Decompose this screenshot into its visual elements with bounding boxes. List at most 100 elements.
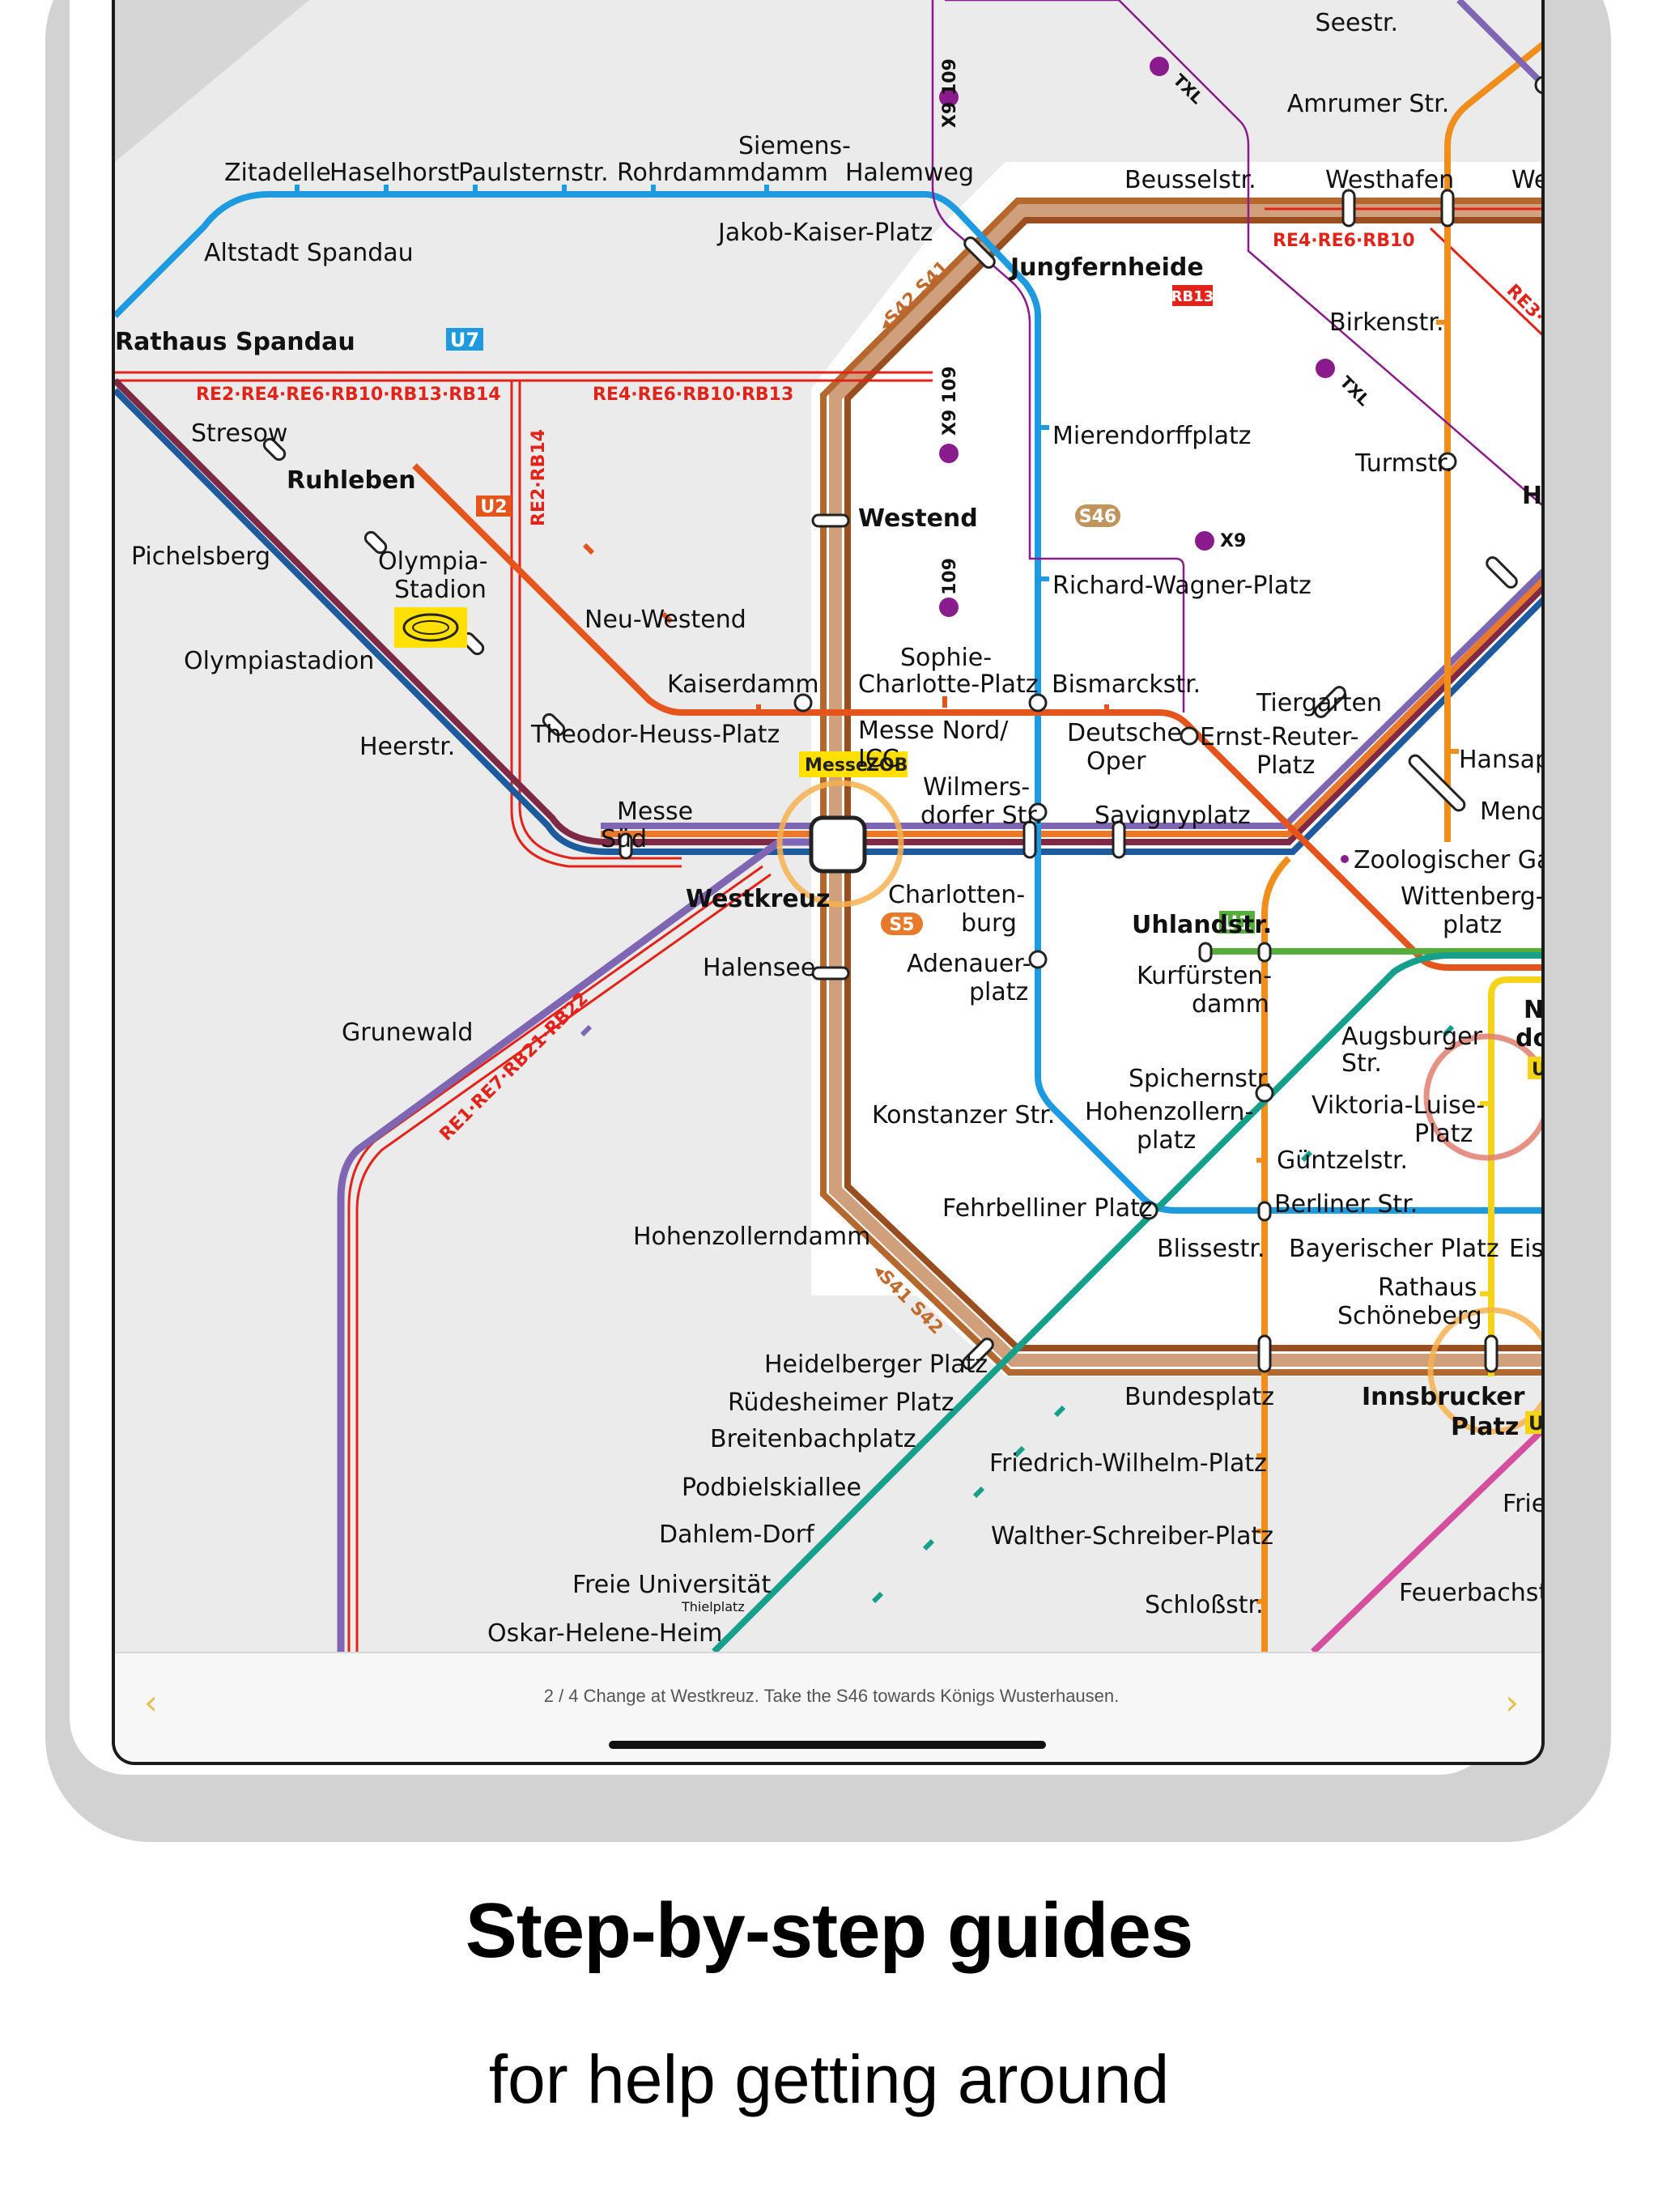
previous-step-button[interactable]: ‹	[144, 1682, 158, 1722]
station-birken[interactable]: Birkenstr.	[1329, 308, 1444, 337]
kaiserdamm-marker[interactable]	[793, 693, 813, 713]
station-wittenberg-1[interactable]: Wittenberg-	[1401, 883, 1545, 911]
heerstr-marker[interactable]	[541, 712, 566, 737]
station-messenord-1[interactable]: Messe Nord/	[858, 717, 1009, 745]
station-pichelsberg[interactable]: Pichelsberg	[131, 542, 270, 571]
station-ha[interactable]: Ha	[1522, 482, 1545, 510]
savigny-marker[interactable]	[1112, 820, 1126, 859]
station-kaiserdamm[interactable]: Kaiserdamm	[667, 670, 819, 699]
station-rathaus-sch-2[interactable]: Schöneberg	[1337, 1302, 1482, 1330]
station-kurf-2[interactable]: damm	[1192, 990, 1269, 1019]
station-beussel[interactable]: Beusselstr.	[1124, 166, 1256, 194]
station-berliner[interactable]: Berliner Str.	[1274, 1190, 1418, 1219]
stresow-marker[interactable]	[261, 436, 287, 462]
station-zoo[interactable]: Zoologischer Gart	[1354, 846, 1545, 874]
innsbrucker-marker[interactable]	[1484, 1334, 1499, 1373]
westend-marker[interactable]	[811, 513, 850, 528]
station-dor[interactable]: dor	[1516, 1024, 1545, 1053]
home-indicator[interactable]	[609, 1741, 1046, 1749]
station-hansa[interactable]: Hansapl	[1459, 746, 1545, 774]
station-rathaus-spandau[interactable]: Rathaus Spandau	[115, 328, 355, 356]
station-deutsche-2[interactable]: Oper	[1086, 747, 1146, 776]
station-friedrichwilhelm[interactable]: Friedrich-Wilhelm-Platz	[989, 1449, 1267, 1478]
bundesplatz-marker[interactable]	[1257, 1334, 1272, 1373]
station-heerstr[interactable]: Heerstr.	[359, 733, 455, 761]
station-wittenberg-2[interactable]: platz	[1443, 911, 1502, 939]
station-spichern[interactable]: Spichernstr.	[1129, 1065, 1273, 1093]
westhafen-marker[interactable]	[1440, 189, 1455, 228]
station-grunewald[interactable]: Grunewald	[342, 1019, 473, 1047]
station-halensee[interactable]: Halensee	[703, 954, 815, 982]
station-walther[interactable]: Walther-Schreiber-Platz	[991, 1522, 1273, 1551]
station-hohenzollern-1[interactable]: Hohenzollern-	[1085, 1098, 1253, 1126]
station-bismarck[interactable]: Bismarckstr.	[1052, 670, 1201, 699]
station-olympiastadion[interactable]: Olympiastadion	[184, 647, 374, 675]
station-heidelberger[interactable]: Heidelberger Platz	[764, 1351, 988, 1379]
station-kurf-1[interactable]: Kurfürsten-	[1137, 962, 1272, 990]
station-innsbrucker-2[interactable]: Platz	[1451, 1413, 1519, 1441]
station-zitadelle[interactable]: Zitadelle	[224, 159, 331, 187]
station-augsburger-1[interactable]: Augsburger	[1341, 1023, 1483, 1051]
station-haselhorst[interactable]: Haselhorst	[329, 159, 460, 187]
station-adenauer-2[interactable]: platz	[969, 978, 1028, 1006]
bismarck-marker[interactable]	[1028, 693, 1048, 713]
station-messenord-2[interactable]: ICC	[858, 745, 899, 773]
station-stresow[interactable]: Stresow	[191, 419, 287, 448]
station-siemens-1[interactable]: Siemens-	[738, 132, 851, 160]
station-wilmers-1[interactable]: Wilmers-	[923, 773, 1030, 802]
station-ruedesheimer[interactable]: Rüdesheimer Platz	[728, 1389, 954, 1417]
station-charl-2[interactable]: burg	[961, 909, 1017, 938]
station-viktoria-2[interactable]: Platz	[1414, 1120, 1473, 1148]
halensee-marker[interactable]	[811, 966, 850, 981]
tiergarten-marker[interactable]	[1485, 555, 1519, 589]
station-uhland[interactable]: Uhlandstr.	[1132, 911, 1272, 939]
station-ruhleben[interactable]: Ruhleben	[287, 466, 416, 495]
station-charl-1[interactable]: Charlotten-	[888, 881, 1025, 909]
station-messesud-2[interactable]: Süd	[601, 825, 647, 853]
station-hohenzollerndamm[interactable]: Hohenzollerndamm	[633, 1223, 870, 1251]
station-halemweg[interactable]: Halemweg	[845, 159, 974, 187]
next-step-button[interactable]: ›	[1505, 1682, 1519, 1722]
station-augsburger-2[interactable]: Str.	[1341, 1049, 1382, 1078]
station-breitenbach[interactable]: Breitenbachplatz	[710, 1425, 916, 1453]
tiergarten-s-marker[interactable]	[1313, 685, 1347, 719]
station-konstanzer[interactable]: Konstanzer Str.	[872, 1101, 1055, 1129]
station-ernst-1[interactable]: Ernst-Reuter-	[1200, 723, 1358, 751]
station-richard[interactable]: Richard-Wagner-Platz	[1052, 572, 1312, 600]
station-mierendorff[interactable]: Mierendorffplatz	[1052, 422, 1252, 450]
station-seestr[interactable]: Seestr.	[1316, 9, 1398, 37]
pichelsberg-marker[interactable]	[363, 530, 388, 555]
amrumer-marker[interactable]	[1534, 75, 1545, 95]
station-olympia-2[interactable]: Stadion	[394, 576, 487, 604]
uhland-marker[interactable]	[1198, 942, 1213, 963]
station-westkreuz[interactable]: Westkreuz	[686, 885, 830, 913]
station-eis[interactable]: Eis	[1509, 1235, 1544, 1263]
transit-map[interactable]: U7 U2 U1 U4 S46 S5 RB13 Messe ZOB U RE2·…	[115, 0, 1545, 1652]
station-n[interactable]: N	[1524, 996, 1544, 1024]
station-we[interactable]: We	[1511, 166, 1545, 194]
zoo-marker[interactable]	[1407, 753, 1467, 813]
station-paulstern[interactable]: Paulsternstr.	[458, 159, 609, 187]
station-deutsche-1[interactable]: Deutsche	[1067, 719, 1182, 747]
station-thielplatz[interactable]: Thielplatz	[681, 1599, 745, 1614]
station-neuwestend[interactable]: Neu-Westend	[585, 606, 746, 634]
fehrbelliner-marker[interactable]	[1139, 1201, 1158, 1220]
station-mende[interactable]: Mende	[1480, 798, 1545, 826]
station-oskar[interactable]: Oskar-Helene-Heim	[487, 1619, 722, 1648]
station-theodor[interactable]: Theodor-Heuss-Platz	[530, 721, 780, 749]
station-freie[interactable]: Freie Universität	[572, 1571, 771, 1599]
wilmers-marker[interactable]	[1028, 802, 1048, 822]
ernst-marker[interactable]	[1180, 726, 1199, 746]
station-ernst-2[interactable]: Platz	[1256, 751, 1315, 780]
station-bundesplatz[interactable]: Bundesplatz	[1124, 1383, 1274, 1411]
kurf-marker[interactable]	[1257, 942, 1272, 963]
station-altstadt[interactable]: Altstadt Spandau	[204, 239, 414, 267]
turm-marker[interactable]	[1438, 452, 1457, 471]
station-savigny[interactable]: Savignyplatz	[1095, 802, 1251, 830]
station-westend[interactable]: Westend	[858, 504, 978, 533]
station-amrumer[interactable]: Amrumer Str.	[1287, 90, 1450, 118]
station-rohrdamm[interactable]: Rohrdamm	[617, 159, 750, 187]
station-sophie-1[interactable]: Sophie-	[900, 644, 992, 672]
station-siemens-2[interactable]: damm	[750, 159, 828, 187]
station-fried[interactable]: Fried	[1503, 1490, 1545, 1518]
